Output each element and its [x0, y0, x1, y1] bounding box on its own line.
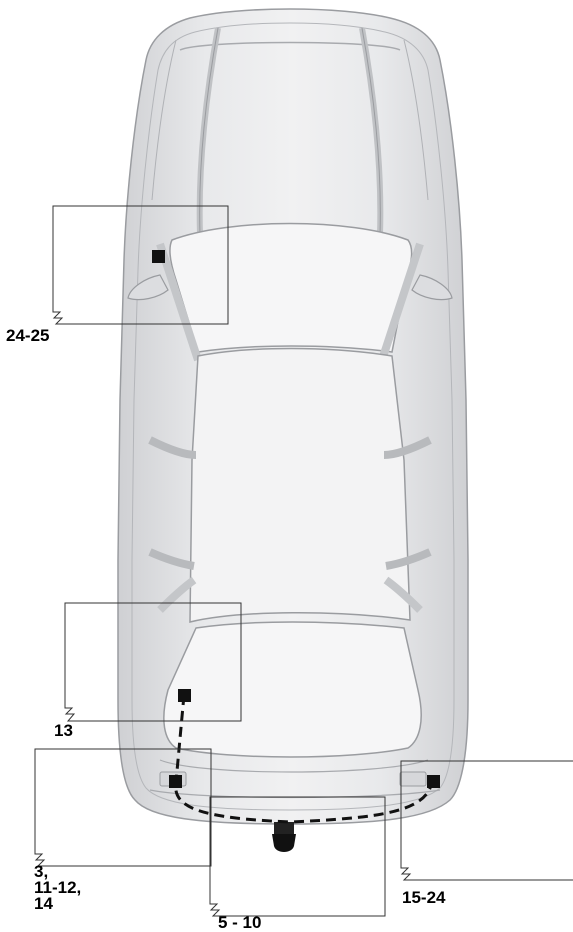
callout-label-24-25: 24-25 [6, 326, 50, 345]
callout-label-line: 3, [34, 862, 49, 881]
side-mirrors [127, 274, 453, 301]
callout-label-13: 13 [54, 721, 73, 740]
callout-box-13 [64, 602, 242, 722]
wiring-cable [174, 694, 434, 824]
roof [189, 347, 411, 623]
callout-box-3 [34, 748, 212, 867]
callout-box-5-10 [209, 796, 386, 917]
callout-label-line: 14 [34, 894, 53, 913]
hood [151, 27, 429, 236]
callout-label-15-24: 15-24 [402, 888, 446, 907]
callout-box-24-25 [52, 205, 229, 325]
tow-hitch [272, 822, 296, 852]
pillars [148, 436, 432, 613]
callout-box-15-24 [400, 760, 573, 881]
callout-boxes [34, 205, 573, 917]
callout-label-3-11-12-14: 3, 11-12, 14 [34, 862, 82, 913]
marker-mirror [152, 250, 165, 263]
marker-rear-left-upper [178, 689, 191, 702]
marker-rear-left-lower [169, 775, 182, 788]
marker-rear-right [427, 775, 440, 788]
rear-window [163, 621, 422, 758]
windshield [156, 222, 424, 362]
callout-label-line: 11-12, [34, 878, 82, 897]
callout-label-5-10: 5 - 10 [218, 913, 262, 932]
component-markers [152, 250, 440, 788]
